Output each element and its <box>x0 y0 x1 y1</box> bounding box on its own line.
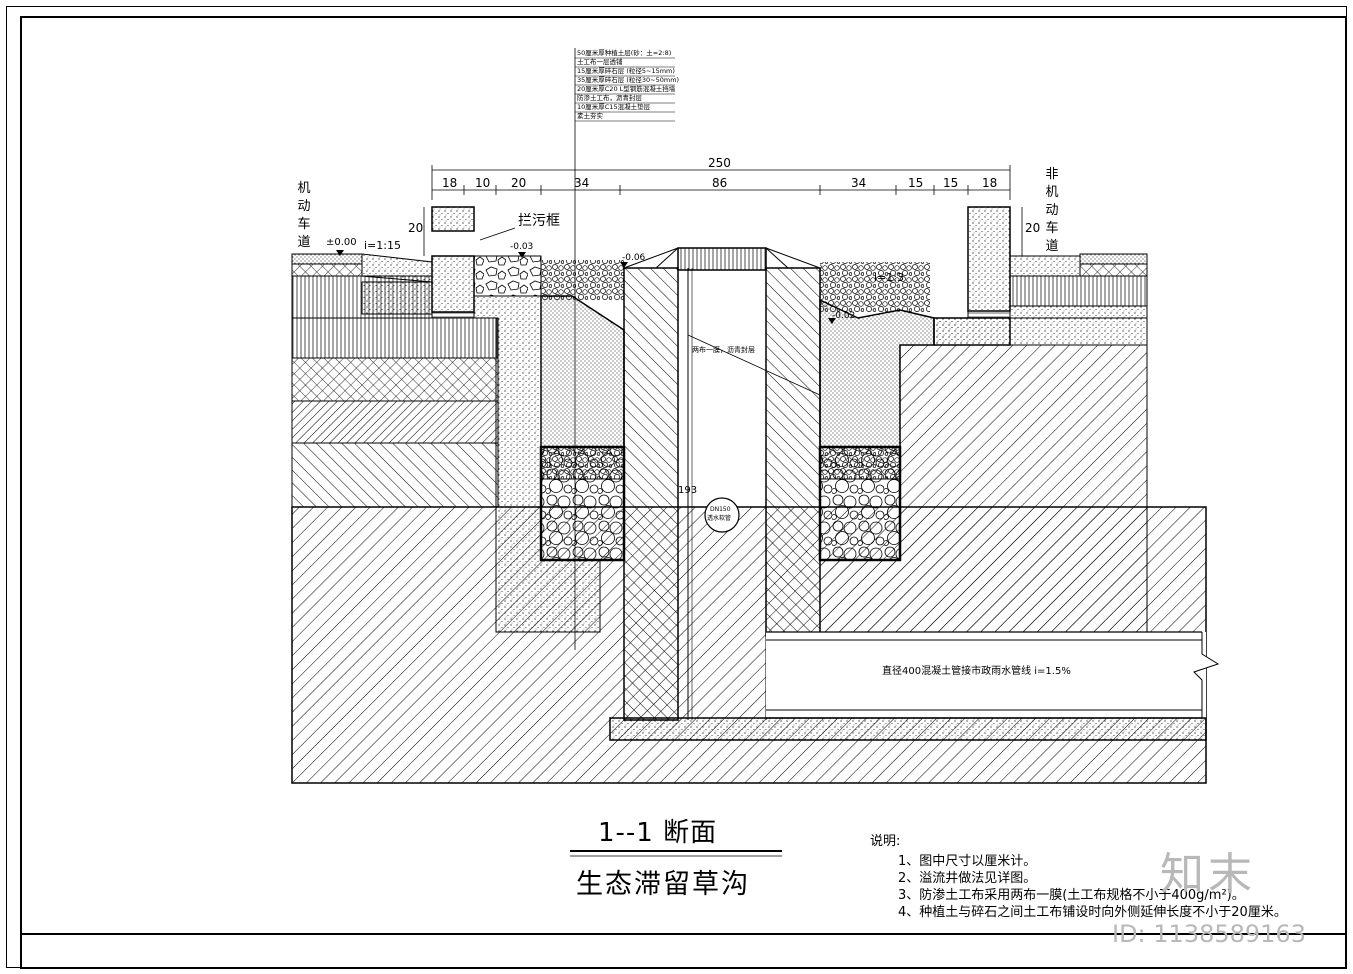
left-road-label-char: 道 <box>297 235 311 250</box>
left-stone-strip <box>473 255 542 297</box>
left-road-label-char: 车 <box>297 217 311 232</box>
left-surface-cobbles <box>541 260 624 300</box>
watermark-logo: 知末 <box>1160 849 1256 900</box>
drawing-inner-border <box>20 16 1347 969</box>
dim-right-curb-label: 20 <box>1025 221 1041 235</box>
right-curb-foundation <box>933 317 1011 346</box>
layer-legend-item: 素土夯实 <box>577 112 603 120</box>
left-curb-foundation <box>361 281 433 315</box>
elevation-marker-right <box>828 318 836 324</box>
drawing-title: 1--1 断面 <box>598 818 718 848</box>
right-road-label-char: 非 <box>1045 167 1059 182</box>
well-grate <box>677 247 767 271</box>
dim-segment-label: 15 <box>908 176 924 190</box>
layer-legend-item: 50厘米厚种植土层(砂：土=2:8) <box>577 49 672 57</box>
left-road-label-char: 机 <box>297 181 311 196</box>
elevation-marker-mid <box>620 262 628 268</box>
dim-segment-label: 18 <box>442 176 458 190</box>
note-item: 2、溢流井做法见详图。 <box>898 871 1037 886</box>
outlet-pipe-void <box>766 632 1206 718</box>
left-curb-stone <box>431 255 475 313</box>
dim-segment-label: 15 <box>943 176 959 190</box>
grate-flange-left <box>623 247 679 269</box>
right-curb-stone <box>967 206 1011 312</box>
left-base-layer-4 <box>291 442 499 508</box>
left-base-layer-1 <box>291 317 499 359</box>
layer-legend-item: 土工布一层透铺 <box>577 58 623 66</box>
left-curb-bed <box>431 311 475 319</box>
left-planting-soil <box>540 295 625 448</box>
right-road-label-char: 道 <box>1045 239 1059 254</box>
dim-total-label: 250 <box>708 156 731 170</box>
left-base-layer-2 <box>291 357 499 402</box>
dim-segment-label: 20 <box>511 176 527 190</box>
left-fine-gravel-layer <box>540 446 625 480</box>
left-curb-top <box>431 206 475 232</box>
left-road-label-char: 动 <box>297 199 311 214</box>
right-road-label-char: 动 <box>1045 203 1059 218</box>
right-asphalt-base <box>1079 263 1148 277</box>
trash-frame-leader <box>479 227 516 241</box>
dim-segment-label: 34 <box>574 176 590 190</box>
layer-legend-item: 防渗土工布，沥青封层 <box>577 94 642 102</box>
elevation-left-label: -0.03 <box>510 242 534 252</box>
left-asphalt-base <box>291 263 363 277</box>
well-lining-label: 两布一膜，沥青封层 <box>692 346 755 354</box>
dim-well-depth-label: 193 <box>678 485 698 496</box>
right-asphalt-surface <box>1079 253 1148 265</box>
dim-segment-label: 86 <box>712 176 728 190</box>
right-surface-cobbles <box>820 262 930 312</box>
layer-legend-item: 15厘米厚碎石层 (粒径5~15mm) <box>577 67 675 75</box>
drawing-subtitle: 生态滞留草沟 <box>576 869 750 900</box>
dim-ticks <box>431 165 1011 200</box>
dim-left-curb-label: 20 <box>408 221 424 235</box>
well-left-wall <box>623 267 679 721</box>
elevation-right-label: -0.02 <box>832 311 856 321</box>
note-item: 3、防渗土工布采用两布一膜(土工布规格不小于400g/m²)。 <box>898 888 1245 903</box>
note-item: 1、图中尺寸以厘米计。 <box>898 854 1037 869</box>
concrete-base-slab <box>609 717 1207 741</box>
right-road-label-char: 车 <box>1045 221 1059 236</box>
dim-segment-label: 18 <box>982 176 998 190</box>
outlet-pipe-label: 直径400混凝土管接市政雨水管线 i=1.5% <box>882 666 1071 677</box>
slope-left-label: i=1:15 <box>364 239 401 252</box>
well-right-wall <box>765 267 821 637</box>
left-base-layer-3 <box>291 400 499 444</box>
dim-segment-label: 34 <box>851 176 867 190</box>
dn150-label: DN150 <box>710 506 731 513</box>
right-slope-pavement <box>1009 255 1081 277</box>
dn150-sublabel: 透水软管 <box>707 515 732 522</box>
watermark-id: ID: 1138589163 <box>1112 920 1306 948</box>
layer-legend-item: 20厘米厚C20 L型钢筋混凝土挡墙 <box>577 85 676 93</box>
grate-flange-right <box>765 247 821 269</box>
right-road-label-char: 机 <box>1045 185 1059 200</box>
slope-right-label: i=1:3 <box>874 271 904 284</box>
trash-frame-label: 拦污框 <box>518 213 560 229</box>
elevation-zero-label: ±0.00 <box>326 237 357 248</box>
left-asphalt-surface <box>291 253 363 265</box>
note-item: 4、种植土与碎石之间土工布铺设时向外侧延伸长度不小于20厘米。 <box>898 905 1287 920</box>
elevation-marker-zero <box>336 250 344 256</box>
left-road-label: 机 动 车 道 <box>296 180 312 252</box>
dim-segment-label: 10 <box>475 176 491 190</box>
dn150-perforated-pipe <box>704 497 740 533</box>
right-road-label: 非 机 动 车 道 <box>1044 166 1060 256</box>
right-fine-gravel-layer <box>819 446 901 480</box>
layer-legend-item: 10厘米厚C15混凝土垫层 <box>577 103 651 111</box>
elevation-mid-label: -0.06 <box>622 253 646 263</box>
elevation-marker-left <box>518 252 526 258</box>
right-road-subbase <box>1009 275 1148 307</box>
pipe-break-symbol <box>1193 632 1220 718</box>
layer-legend-item: 35厘米厚碎石层 (粒径30~50mm) <box>577 76 680 84</box>
leader-well-lining <box>687 334 821 396</box>
right-curb-bed <box>967 310 1011 319</box>
right-base-layer-2 <box>1009 305 1148 319</box>
title-block-line <box>20 933 1347 935</box>
notes-heading: 说明: <box>870 834 901 849</box>
